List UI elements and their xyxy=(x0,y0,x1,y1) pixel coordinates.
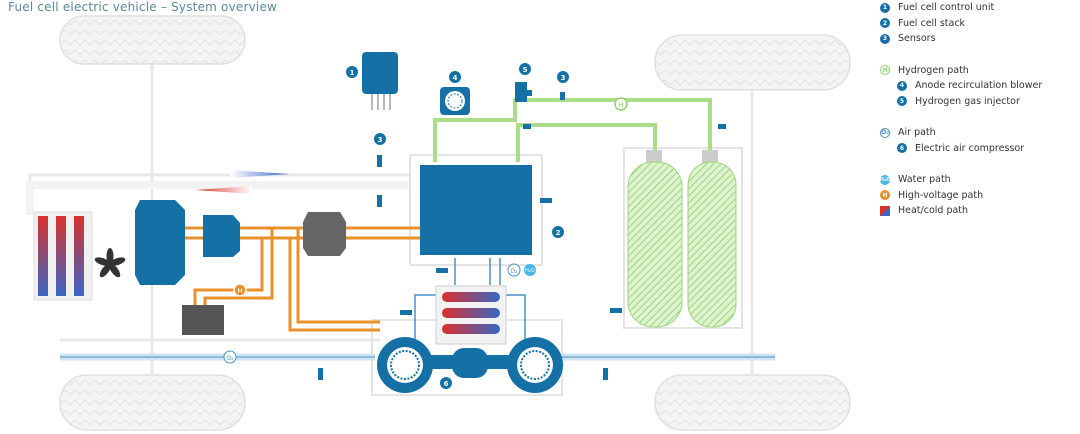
hydrogen-badge: H xyxy=(618,101,623,109)
page-title: Fuel cell electric vehicle – System over… xyxy=(8,0,282,14)
legend-item: 5 Hydrogen gas injector xyxy=(880,94,1042,110)
legend-label: Fuel cell control unit xyxy=(898,2,995,14)
water-badge: H₂O xyxy=(525,268,535,274)
hv-badge xyxy=(233,283,247,297)
legend-badge: 3 xyxy=(880,33,890,44)
legend-item: H High-voltage path xyxy=(880,188,1042,204)
legend-badge: 4 xyxy=(897,80,907,91)
cold-arrow-icon xyxy=(230,170,290,178)
legend-label: High-voltage path xyxy=(898,189,984,201)
sensors xyxy=(318,92,726,380)
legend-item: O₂ Air path xyxy=(880,125,1042,141)
fan-icon xyxy=(94,248,126,278)
legend-label: Heat/cold path xyxy=(898,205,969,217)
legend-label: Hydrogen gas injector xyxy=(915,95,1020,107)
legend-label: Air path xyxy=(898,127,936,139)
battery xyxy=(182,305,224,335)
badge-2: 2 xyxy=(556,229,561,237)
fuel-cell-stack xyxy=(420,165,532,255)
hydrogen-badge-icon: H xyxy=(880,65,890,76)
legend-label: Anode recirculation blower xyxy=(915,80,1043,92)
air-path xyxy=(60,258,775,361)
anode-recirculation-blower xyxy=(440,87,470,115)
legend-item: 4 Anode recirculation blower xyxy=(880,78,1042,94)
water-badge-icon: H₂O xyxy=(879,174,891,185)
legend-item: 3 Sensors xyxy=(880,31,1042,47)
heat-arrow-icon xyxy=(195,186,252,194)
legend-item: 6 Electric air compressor xyxy=(880,141,1042,157)
fcev-system-diagram: H H xyxy=(26,15,851,431)
legend-item: H₂O Water path xyxy=(880,172,1042,188)
air-badge: O₂ xyxy=(226,355,234,362)
humidifier xyxy=(435,285,507,345)
electric-motor xyxy=(135,200,185,285)
badge-5: 5 xyxy=(523,66,528,74)
hydrogen-tanks xyxy=(627,150,737,328)
legend-item: 2 Fuel cell stack xyxy=(880,16,1042,32)
badge-3-left: 3 xyxy=(378,136,383,144)
legend-item: H Hydrogen path xyxy=(880,63,1042,79)
fuel-cell-control-unit xyxy=(362,52,398,110)
legend-item: 1 Fuel cell control unit xyxy=(880,0,1042,16)
legend-label: Hydrogen path xyxy=(898,64,969,76)
radiator xyxy=(33,211,93,301)
high-voltage-path xyxy=(185,226,420,332)
badge-3-top: 3 xyxy=(561,74,566,82)
dc-dc-converter xyxy=(303,212,346,256)
badge-1: 1 xyxy=(350,69,355,77)
legend: 1 Fuel cell control unit 2 Fuel cell stack… xyxy=(880,0,1043,219)
inverter xyxy=(203,215,240,257)
legend-badge: 2 xyxy=(880,18,890,29)
legend-badge: 1 xyxy=(880,2,890,13)
hv-badge-icon: H xyxy=(880,190,890,201)
legend-badge: 5 xyxy=(897,96,907,107)
hydrogen-gas-injector xyxy=(515,82,532,102)
legend-item: Heat/cold path xyxy=(880,203,1042,219)
legend-label: Electric air compressor xyxy=(915,142,1025,154)
hydrogen-path xyxy=(433,98,712,162)
legend-label: Sensors xyxy=(898,33,936,45)
electric-air-compressor xyxy=(377,337,563,393)
legend-badge: 6 xyxy=(897,143,907,154)
heat-cold-icon xyxy=(880,205,890,216)
badge-6: 6 xyxy=(444,380,449,388)
air-badge-2: O₂ xyxy=(510,268,518,275)
legend-label: Fuel cell stack xyxy=(898,17,966,29)
air-badge-icon: O₂ xyxy=(880,127,890,138)
legend-label: Water path xyxy=(898,174,951,186)
badge-4: 4 xyxy=(453,74,458,82)
hv-badge-label: H xyxy=(237,287,242,295)
wheels xyxy=(59,15,851,431)
